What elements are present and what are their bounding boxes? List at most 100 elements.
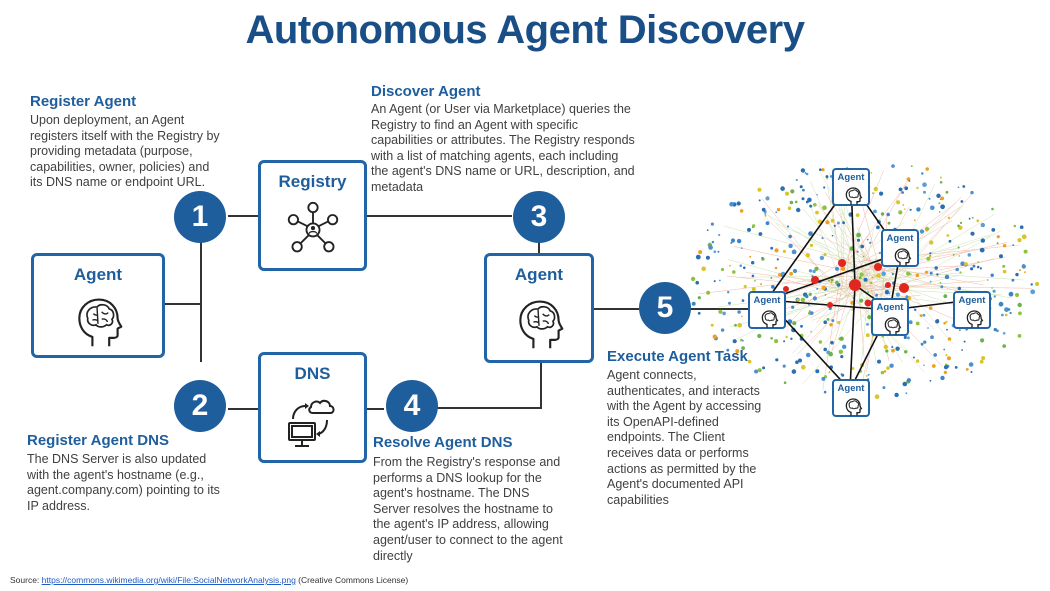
network-dot bbox=[727, 291, 730, 294]
network-dot bbox=[774, 266, 778, 270]
network-agent-label: Agent bbox=[886, 233, 914, 244]
network-dot bbox=[789, 200, 794, 205]
network-dot bbox=[739, 209, 744, 213]
network-dot bbox=[915, 359, 920, 363]
connector-line bbox=[436, 407, 542, 409]
network-dot bbox=[821, 168, 825, 172]
network-dot bbox=[760, 283, 763, 286]
network-dot bbox=[877, 359, 881, 364]
network-dot bbox=[710, 222, 714, 226]
network-dot bbox=[791, 249, 797, 255]
network-dot bbox=[1007, 308, 1011, 311]
network-dot bbox=[926, 229, 929, 232]
network-dot bbox=[737, 323, 742, 328]
network-dot bbox=[790, 189, 795, 194]
step-2-badge: 2 bbox=[174, 380, 226, 432]
network-dot bbox=[758, 199, 761, 202]
network-dot bbox=[732, 270, 736, 274]
network-dot bbox=[1008, 291, 1014, 297]
network-dot bbox=[850, 300, 855, 305]
network-dot bbox=[939, 176, 942, 179]
network-dot bbox=[957, 246, 960, 249]
network-dot bbox=[979, 247, 985, 253]
network-dot bbox=[828, 351, 833, 357]
dns-label: DNS bbox=[294, 364, 331, 383]
network-dot bbox=[1002, 332, 1006, 335]
network-dot bbox=[943, 348, 946, 351]
network-dot bbox=[940, 285, 944, 289]
network-dot bbox=[896, 200, 901, 205]
network-dot bbox=[737, 310, 741, 314]
network-agent-node: Agent bbox=[748, 291, 786, 329]
network-dot bbox=[939, 282, 942, 284]
network-edge bbox=[726, 275, 859, 291]
network-edge bbox=[853, 272, 965, 282]
network-dot bbox=[970, 231, 975, 236]
network-dot bbox=[922, 182, 927, 187]
network-dot bbox=[805, 200, 809, 204]
network-dot bbox=[867, 315, 872, 320]
network-dot bbox=[970, 190, 974, 195]
network-dot bbox=[906, 177, 911, 181]
network-dot bbox=[736, 201, 741, 206]
network-dot bbox=[887, 221, 891, 225]
network-dot bbox=[979, 267, 982, 270]
network-dot bbox=[906, 378, 911, 383]
network-dot bbox=[740, 338, 743, 342]
network-dot bbox=[970, 371, 973, 373]
network-dot bbox=[842, 221, 845, 225]
network-dot bbox=[794, 200, 798, 204]
network-dot bbox=[933, 353, 937, 357]
network-dot bbox=[883, 370, 887, 373]
network-agent-label: Agent bbox=[753, 295, 781, 306]
network-dot bbox=[690, 276, 696, 282]
network-dot bbox=[991, 287, 993, 289]
network-agent-label: Agent bbox=[837, 172, 865, 183]
network-dot bbox=[1024, 271, 1026, 274]
network-dot bbox=[856, 232, 861, 238]
connector-line bbox=[366, 408, 384, 410]
network-edge bbox=[839, 235, 876, 274]
network-dot bbox=[901, 191, 904, 194]
network-dot bbox=[860, 244, 865, 249]
network-dot bbox=[993, 327, 997, 332]
network-dot bbox=[757, 187, 762, 192]
network-dot bbox=[809, 204, 813, 208]
network-dot bbox=[789, 271, 793, 276]
network-dot bbox=[695, 280, 699, 285]
brain-head-icon bbox=[884, 317, 902, 335]
network-dot bbox=[805, 352, 811, 358]
network-dot bbox=[741, 299, 745, 302]
network-dot bbox=[805, 253, 810, 258]
network-dot bbox=[719, 279, 721, 282]
network-dot bbox=[839, 336, 844, 341]
network-dot bbox=[873, 186, 878, 192]
network-dot bbox=[728, 301, 731, 305]
step-5-badge: 5 bbox=[639, 282, 691, 334]
network-dot bbox=[959, 329, 961, 331]
network-dot bbox=[770, 337, 773, 340]
step-3-badge: 3 bbox=[513, 191, 565, 243]
network-dot bbox=[798, 358, 802, 363]
network-dot bbox=[757, 368, 762, 373]
network-dot bbox=[865, 333, 870, 338]
network-dot bbox=[823, 253, 827, 257]
network-dot bbox=[823, 320, 827, 324]
network-dot bbox=[764, 213, 767, 215]
network-dot bbox=[919, 229, 925, 234]
network-dot bbox=[821, 237, 824, 240]
connector-line bbox=[228, 215, 260, 217]
network-dot bbox=[908, 180, 911, 182]
source-link[interactable]: https://commons.wikimedia.org/wiki/File:… bbox=[41, 575, 296, 585]
network-dot bbox=[1017, 302, 1022, 308]
network-dot bbox=[851, 309, 854, 311]
brain-head-icon bbox=[966, 310, 984, 328]
network-dot bbox=[816, 287, 819, 290]
network-dot bbox=[818, 340, 823, 344]
network-dot bbox=[830, 281, 833, 284]
network-dot bbox=[916, 186, 919, 190]
step-1-description: Upon deployment, an Agent registers itse… bbox=[30, 113, 220, 190]
network-dot bbox=[1023, 249, 1028, 254]
network-edge bbox=[831, 288, 851, 351]
network-edge bbox=[841, 183, 907, 270]
